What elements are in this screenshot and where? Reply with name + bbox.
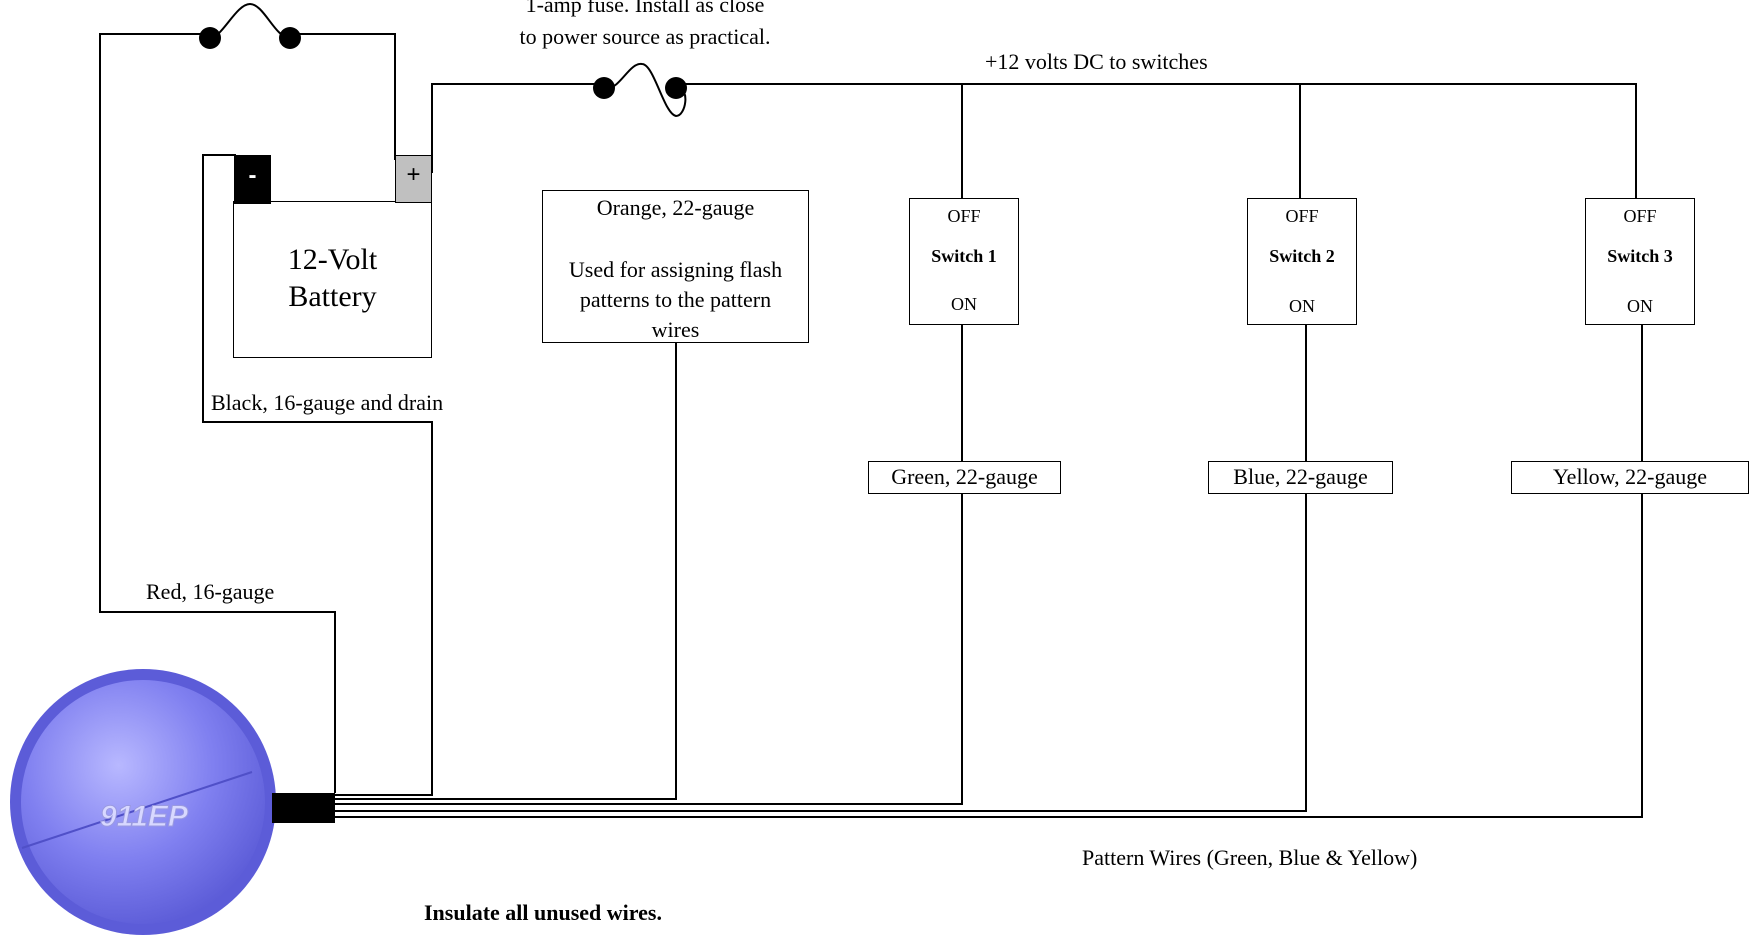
battery-negative-terminal (234, 155, 271, 204)
switch-2-name: Switch 2 (1269, 246, 1335, 266)
pattern-wires-label: Pattern Wires (Green, Blue & Yellow) (1082, 845, 1418, 870)
orange-wire-desc-line1: Used for assigning flash (568, 257, 783, 282)
battery-negative-label: - (248, 162, 257, 189)
blue-wire-label: Blue, 22-gauge (1208, 461, 1393, 494)
fuse-note-line1: 1-amp fuse. Install as close (525, 0, 765, 17)
orange-wire (335, 342, 677, 800)
fuse-2-terminal (593, 77, 615, 99)
orange-wire-box (542, 190, 809, 343)
switch-2-on-label: ON (1289, 296, 1315, 316)
fuse-1-terminal (199, 27, 221, 49)
switch-3-name: Switch 3 (1607, 246, 1673, 266)
red-wire (290, 33, 396, 160)
bus-wire (678, 83, 1637, 198)
switch-1-name: Switch 1 (931, 246, 997, 266)
yellow-wire (335, 493, 1643, 818)
switch-3 (1585, 198, 1695, 325)
switch-2 (1247, 198, 1357, 325)
red-wire (99, 33, 336, 793)
fuse-1-icon (209, 2, 291, 39)
fuse-note-line2: to power source as practical. (519, 24, 771, 49)
orange-wire-desc-line2: patterns to the pattern (579, 287, 772, 312)
battery-label-line1: 12-Volt (287, 243, 378, 276)
bus-wire (431, 83, 608, 173)
orange-wire-desc-line3: wires (651, 317, 700, 342)
device-connector (272, 793, 335, 823)
fuse-1-terminal (279, 27, 301, 49)
light-device-lens (21, 680, 265, 924)
fuse-2-terminal (665, 77, 687, 99)
blue-wire (335, 493, 1307, 812)
bus-label: +12 volts DC to switches (985, 49, 1208, 74)
black-wire-label: Black, 16-gauge and drain (211, 390, 444, 415)
orange-wire-title: Orange, 22-gauge (596, 195, 755, 220)
battery (233, 201, 432, 358)
switch-3-off-label: OFF (1623, 206, 1657, 226)
green-wire (335, 493, 963, 805)
switch-3-on-label: ON (1627, 296, 1653, 316)
red-wire-label: Red, 16-gauge (146, 579, 275, 604)
switch-2-off-label: OFF (1285, 206, 1319, 226)
fuse-2-icon (607, 62, 687, 118)
insulate-note: Insulate all unused wires. (424, 900, 662, 925)
battery-positive-terminal (395, 155, 432, 203)
switch-1 (909, 198, 1019, 325)
black-wire (202, 154, 433, 796)
switch-1-on-label: ON (951, 294, 977, 314)
lens-seam (21, 771, 253, 849)
device-logo: 911EP (100, 800, 189, 833)
green-wire-label: Green, 22-gauge (868, 461, 1061, 494)
battery-positive-label: + (406, 161, 421, 188)
switch-1-off-label: OFF (947, 206, 981, 226)
yellow-wire-label: Yellow, 22-gauge (1511, 461, 1749, 494)
battery-label-line2: Battery (288, 280, 377, 313)
